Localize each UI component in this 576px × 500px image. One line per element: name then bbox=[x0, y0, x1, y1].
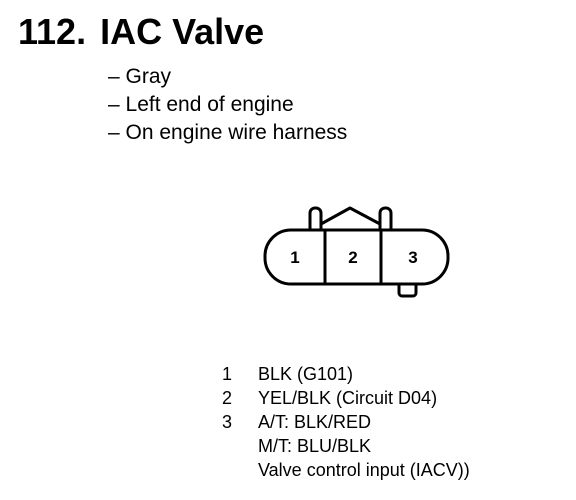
detail-location: – Left end of engine bbox=[108, 93, 294, 116]
connector-diagram: 1 2 3 bbox=[263, 206, 450, 298]
pin-row: 2 YEL/BLK (Circuit D04) bbox=[222, 386, 470, 410]
connector-latch bbox=[320, 206, 381, 226]
detail-color: – Gray bbox=[108, 65, 172, 88]
component-details: – Gray – Left end of engine – On engine … bbox=[108, 63, 347, 147]
pin-number: 2 bbox=[222, 388, 233, 408]
detail-harness: – On engine wire harness bbox=[108, 121, 348, 144]
page-title: 112. IAC Valve bbox=[18, 10, 264, 54]
pin-description: BLK (G101) bbox=[258, 364, 354, 384]
connector-body bbox=[263, 228, 450, 286]
connector-pin-3: 3 bbox=[408, 248, 417, 267]
pin-description: A/T: BLK/RED bbox=[258, 412, 372, 432]
connector-pin-2: 2 bbox=[348, 248, 357, 267]
pin-row: 1 BLK (G101) bbox=[222, 362, 470, 386]
pin-description: YEL/BLK (Circuit D04) bbox=[258, 388, 438, 408]
pin-number: 1 bbox=[222, 364, 233, 384]
section-title: IAC Valve bbox=[100, 11, 265, 52]
pin-description: M/T: BLU/BLK bbox=[258, 436, 372, 456]
section-number: 112. bbox=[18, 11, 87, 52]
pin-row: 3 A/T: BLK/RED M/T: BLU/BLK Valve contro… bbox=[222, 410, 470, 482]
pin-list: 1 BLK (G101) 2 YEL/BLK (Circuit D04) 3 A… bbox=[222, 362, 470, 482]
pin-description: Valve control input (IACV)) bbox=[258, 460, 470, 480]
connector-pin-1: 1 bbox=[290, 248, 299, 267]
pin-number: 3 bbox=[222, 412, 233, 432]
